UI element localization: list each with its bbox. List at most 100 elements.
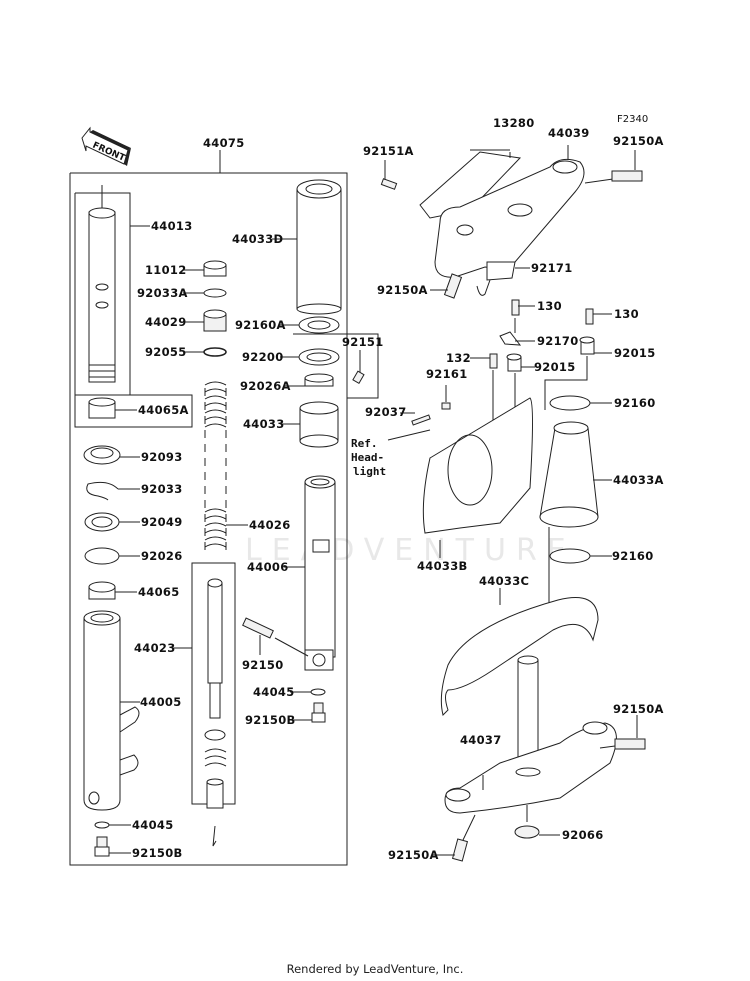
ref-headlight-line1: Ref. (351, 437, 378, 450)
label-44013: 44013 (151, 219, 193, 233)
label-44045-left: 44045 (132, 818, 174, 832)
label-92093: 92093 (141, 450, 183, 464)
label-92150: 92150 (242, 658, 284, 672)
nut-92066-part (514, 805, 540, 839)
headlight-cover-44033B-part (422, 397, 533, 558)
pin-92037-part (411, 414, 431, 426)
inner-tube-part (88, 185, 116, 383)
label-92171: 92171 (531, 261, 573, 275)
bolt-92150A-top-right-part (584, 170, 643, 184)
bolt-92150-part (242, 617, 309, 657)
spring-44026-part (204, 381, 227, 553)
label-44033C: 44033C (479, 574, 529, 588)
label-13280: 13280 (493, 116, 535, 130)
screw-92151A-part (380, 178, 398, 190)
label-92066: 92066 (562, 828, 604, 842)
bracket-92171-part (476, 261, 516, 296)
label-44033B: 44033B (417, 559, 468, 573)
label-92160b: 92160 (612, 549, 654, 563)
label-44065: 44065 (138, 585, 180, 599)
label-44039: 44039 (548, 126, 590, 140)
bolt-92150A-bottom-right-part (599, 738, 646, 750)
washer-92026-part (84, 547, 120, 565)
label-44037: 44037 (460, 733, 502, 747)
label-92055: 92055 (145, 345, 187, 359)
bushing-44065-part (88, 581, 116, 600)
bolt-130a-part (511, 299, 520, 333)
grommet-92161-part (441, 402, 451, 410)
damper-rod-44023-part (204, 578, 227, 847)
label-44033D: 44033D (232, 232, 283, 246)
clip-92170-part (499, 331, 522, 346)
upper-bracket-13280-part (419, 149, 522, 219)
leader-lines (109, 145, 638, 856)
label-92026A: 92026A (240, 379, 291, 393)
upper-clamp-44039-part (434, 158, 585, 278)
bolt-92150A-top-left-part (443, 273, 463, 299)
label-11012: 11012 (145, 263, 187, 277)
label-92037: 92037 (365, 405, 407, 419)
label-44005: 44005 (140, 695, 182, 709)
washer-44045-right-part (310, 688, 326, 696)
cap-11012-part (203, 260, 227, 277)
ref-headlight-line3: light (353, 465, 386, 478)
seat-92160a-part (549, 395, 591, 411)
label-92161: 92161 (426, 367, 468, 381)
bolt-92150A-bottom-left-part (451, 814, 476, 862)
seat-92160b-part (549, 548, 591, 564)
label-92150A-bottom-left: 92150A (388, 848, 439, 862)
cover-tube-44033D-part (296, 179, 342, 315)
screw-92151-part (352, 350, 365, 385)
figure-code: F2340 (617, 114, 648, 125)
bolt-92150B-left-part (94, 836, 110, 857)
front-arrow-icon: FRONT (81, 126, 131, 166)
bolt-130b-part (585, 308, 594, 325)
label-92150B-left: 92150B (132, 846, 183, 860)
label-92200: 92200 (242, 350, 284, 364)
label-44023: 44023 (134, 641, 176, 655)
label-92033: 92033 (141, 482, 183, 496)
cover-44033C-part (440, 597, 599, 716)
label-92015a: 92015 (534, 360, 576, 374)
outer-tube-44005-part (83, 610, 140, 811)
label-92150A-bottom-right: 92150A (613, 702, 664, 716)
collar-44033-part (299, 401, 339, 448)
label-92151: 92151 (342, 335, 384, 349)
label-44065A: 44065A (138, 403, 189, 417)
label-92026: 92026 (141, 549, 183, 563)
plug-44029-part (203, 309, 227, 332)
washer-44045-left-part (94, 821, 110, 829)
oring-92033A-part (203, 288, 227, 298)
label-92150A-top-left: 92150A (377, 283, 428, 297)
outer-tube-44006-part (304, 475, 336, 671)
bolt-92150B-right-part (311, 702, 326, 723)
label-92160a: 92160 (614, 396, 656, 410)
label-44026: 44026 (249, 518, 291, 532)
cover-44033A-part (539, 421, 599, 528)
footer-credit: Rendered by LeadVenture, Inc. (286, 962, 464, 976)
label-92150A-top-right: 92150A (613, 134, 664, 148)
bushing-44065A-part (88, 397, 116, 419)
oring-92055-part (203, 347, 227, 357)
label-92049: 92049 (141, 515, 183, 529)
label-92150B-right: 92150B (245, 713, 296, 727)
label-44006: 44006 (247, 560, 289, 574)
label-92151A: 92151A (363, 144, 414, 158)
label-44033A: 44033A (613, 473, 664, 487)
label-44033: 44033 (243, 417, 285, 431)
collar-92015b-part (544, 336, 595, 410)
label-130a: 130 (537, 299, 562, 313)
clip-92033-part (86, 481, 119, 501)
label-92170: 92170 (537, 334, 579, 348)
label-44075: 44075 (203, 136, 245, 150)
label-132: 132 (446, 351, 471, 365)
label-44045-right: 44045 (253, 685, 295, 699)
label-130b: 130 (614, 307, 639, 321)
watermark: LEADVENTURE (245, 533, 576, 568)
label-44029: 44029 (145, 315, 187, 329)
ref-headlight-line2: Head- (351, 451, 384, 464)
label-92033A: 92033A (137, 286, 188, 300)
label-92015b: 92015 (614, 346, 656, 360)
clamp-92026A-part (304, 373, 334, 387)
